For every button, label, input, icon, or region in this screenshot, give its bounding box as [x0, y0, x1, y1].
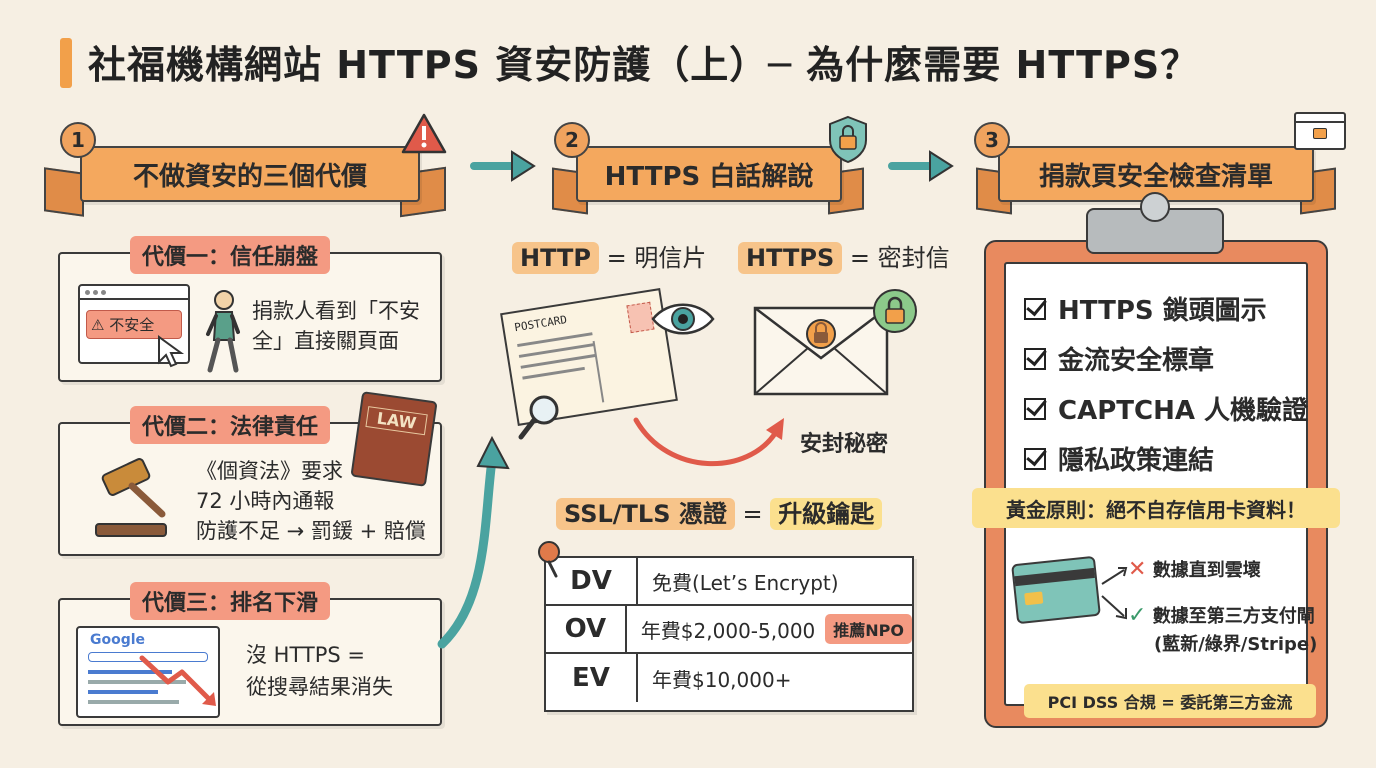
- curved-arrow-up: [428, 430, 518, 654]
- browser-lock-icon: [1294, 112, 1346, 150]
- transform-arrow: [628, 410, 798, 484]
- checkbox-checked-icon: [1024, 297, 1046, 320]
- checkbox-checked-icon: [1024, 347, 1046, 370]
- ribbon-tail-left: [44, 167, 84, 217]
- eye-icon: [650, 298, 716, 344]
- check-item-4: 隱私政策連結: [1024, 440, 1214, 477]
- cost-label-1: 代價一：信任崩盤: [130, 236, 331, 274]
- clipboard-clip: [1086, 192, 1224, 254]
- shield-lock-icon: [826, 114, 870, 168]
- seal-caption: 安封秘密: [800, 432, 889, 457]
- insecure-badge: ⚠ 不安全: [86, 310, 182, 339]
- https-label: HTTPS = 密封信: [738, 238, 950, 274]
- section-3-heading: 捐款頁安全檢查清單: [998, 146, 1314, 202]
- flow-good: ✓ 數據至第三方支付閘 (藍新/綠界/Stripe): [1128, 603, 1318, 655]
- cursor-icon: [156, 334, 186, 372]
- page-title: 社福機構網站 HTTPS 資安防護（上）─ 為什麼需要 HTTPS？: [88, 43, 1200, 87]
- ssl-row-ev: EV 年費$10,000+: [546, 654, 912, 702]
- arrow-1-to-2: [470, 146, 540, 190]
- ssl-equation: SSL/TLS 憑證 = 升級鑰匙: [556, 494, 883, 530]
- golden-rule: 黃金原則：絕不自存信用卡資料！: [972, 488, 1340, 528]
- cost-label-2: 代價二：法律責任: [130, 406, 331, 444]
- search-results-window: Google: [76, 626, 220, 718]
- cost-2-line-3: 防護不足 → 罰鍰 + 賠償: [196, 519, 426, 543]
- check-item-1: HTTPS 鎖頭圖示: [1024, 290, 1267, 327]
- sealed-envelope-icon: [752, 300, 892, 404]
- cross-icon: ✕: [1128, 557, 1147, 582]
- green-lock-badge-icon: [872, 288, 918, 338]
- pushpin-icon: [532, 540, 566, 584]
- warning-icon: [400, 112, 448, 160]
- check-icon: ✓: [1128, 603, 1147, 628]
- checkbox-checked-icon: [1024, 447, 1046, 470]
- cost-2-line-1: 《個資法》要求: [196, 459, 343, 483]
- ssl-row-dv: DV 免費(Let’s Encrypt): [546, 558, 912, 606]
- http-label: HTTP = 明信片: [512, 238, 706, 274]
- cost-1-line-2: 全」直接關頁面: [252, 329, 399, 353]
- decline-arrow-icon: [138, 652, 224, 718]
- section-1-heading: 不做資安的三個代價: [80, 146, 420, 202]
- checklist-paper: [1004, 262, 1308, 706]
- title-accent-bar: [60, 38, 72, 88]
- law-book-icon: LAW: [350, 391, 438, 487]
- browser-window-icon: ⚠ 不安全: [78, 284, 190, 364]
- checkbox-checked-icon: [1024, 397, 1046, 420]
- section-1-number: 1: [60, 122, 96, 158]
- check-item-3: CAPTCHA 人機驗證: [1024, 390, 1308, 427]
- arrow-2-to-3: [888, 146, 958, 190]
- credit-card-icon: [1011, 555, 1101, 625]
- section-3-number: 3: [974, 122, 1010, 158]
- flow-bad: ✕ 數據直到雲壞: [1128, 557, 1261, 582]
- cost-2-line-2: 72 小時內通報: [196, 489, 335, 513]
- recommended-badge: 推薦NPO: [825, 614, 912, 644]
- pci-note: PCI DSS 合規 = 委託第三方金流: [1024, 684, 1316, 718]
- search-logo: Google: [90, 632, 146, 648]
- section-2-number: 2: [554, 122, 590, 158]
- check-item-2: 金流安全標章: [1024, 340, 1214, 377]
- cost-3-line-2: 從搜尋結果消失: [246, 675, 393, 699]
- section-2-heading: HTTPS 白話解說: [576, 146, 842, 202]
- cost-1-line-1: 捐款人看到「不安: [252, 299, 420, 323]
- person-leaving-icon: [200, 288, 246, 378]
- magnifier-icon: [516, 392, 564, 448]
- gavel-icon: [74, 456, 184, 544]
- cost-3-line-1: 沒 HTTPS =: [246, 643, 366, 667]
- cost-label-3: 代價三：排名下滑: [130, 582, 331, 620]
- flow-arrows: [1100, 562, 1130, 626]
